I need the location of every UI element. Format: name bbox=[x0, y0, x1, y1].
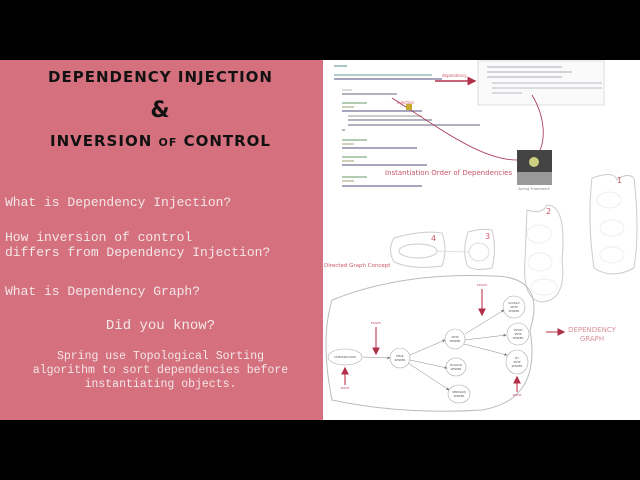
node-google-3: SENDER bbox=[509, 309, 520, 313]
code-screenshot bbox=[477, 60, 605, 106]
node-label-1: NODE bbox=[341, 386, 350, 390]
title-line-1: DEPENDENCY INJECTION bbox=[48, 68, 273, 86]
dependency-graph-label-2: GRAPH bbox=[580, 335, 604, 343]
letterbox-top bbox=[0, 0, 640, 60]
node-mailgun-1: MAILGUN bbox=[450, 363, 462, 367]
cluster-number-2: 2 bbox=[546, 207, 551, 216]
title-line-2: INVERSION OF CONTROL bbox=[0, 132, 321, 150]
node-smtp-2: SENDER bbox=[450, 339, 461, 343]
node-label-2: NODE bbox=[513, 393, 522, 397]
node-my-3: SENDER bbox=[512, 364, 523, 368]
diagram-canvas: dependency injection Spring Framework In… bbox=[324, 60, 638, 412]
graph-node-labels: COMMUNICATOR EMAIL SENDER SMTP SENDER MA… bbox=[334, 301, 523, 398]
node-communicator: COMMUNICATOR bbox=[334, 355, 356, 359]
node-yahoo-1: YAHOO bbox=[513, 328, 522, 332]
title-word-of: OF bbox=[158, 136, 178, 149]
graph-edges bbox=[362, 309, 508, 391]
cluster-1: 1 bbox=[589, 174, 638, 275]
bean-icon bbox=[406, 104, 412, 110]
node-email-2: SENDER bbox=[395, 358, 406, 362]
node-yahoo-3: SENDER bbox=[513, 336, 524, 340]
node-sendgrid-2: SENDER bbox=[454, 394, 465, 398]
spring-caption: Spring Framework bbox=[518, 187, 551, 191]
cluster-number-1: 1 bbox=[617, 176, 622, 185]
node-sendgrid-1: SENDGRID bbox=[452, 390, 466, 394]
question-2: How inversion of control differs from De… bbox=[5, 230, 271, 260]
edges-label-1: EDGES bbox=[371, 321, 381, 325]
cluster-number-3: 3 bbox=[485, 232, 490, 241]
code-snippet bbox=[334, 65, 480, 187]
cluster-number-4: 4 bbox=[431, 234, 436, 243]
slide-preview: dependency injection Spring Framework In… bbox=[321, 60, 640, 420]
instantiation-order-label: Instantiation Order of Dependencies bbox=[385, 169, 512, 177]
cluster-3: 3 bbox=[464, 228, 495, 270]
question-3: What is Dependency Graph? bbox=[5, 284, 201, 299]
node-yahoo-2: SMTP bbox=[514, 332, 521, 336]
injection-label: injection bbox=[397, 100, 415, 105]
directed-graph-label: Directed Graph Concept bbox=[324, 263, 391, 269]
pointer-arrows bbox=[341, 289, 566, 392]
node-my-1: MY bbox=[515, 356, 519, 360]
node-email-1: EMAIL bbox=[396, 354, 404, 358]
title-word-control: CONTROL bbox=[177, 132, 271, 150]
node-smtp-1: SMTP bbox=[451, 335, 458, 339]
did-you-know-heading: Did you know? bbox=[105, 318, 216, 334]
did-you-know-text: Spring use Topological Sorting algorithm… bbox=[32, 350, 289, 391]
node-google-1: GOOGLE bbox=[508, 301, 520, 305]
title-word-inversion: INVERSION bbox=[50, 132, 159, 150]
cluster-2: 2 bbox=[524, 204, 564, 303]
dependency-graph-label-1: DEPENDENCY bbox=[568, 326, 617, 334]
edges-label-2: EDGES bbox=[477, 283, 487, 287]
spring-framework-image bbox=[517, 150, 552, 185]
graph-nodes bbox=[327, 295, 530, 404]
title-panel: DEPENDENCY INJECTION & INVERSION OF CONT… bbox=[0, 60, 321, 420]
letterbox-bottom bbox=[0, 420, 640, 480]
node-my-2: SMTP bbox=[513, 360, 520, 364]
node-mailgun-2: SENDER bbox=[451, 367, 462, 371]
node-google-2: SMTP bbox=[510, 305, 517, 309]
dependency-arrow-label: dependency bbox=[442, 73, 467, 78]
question-1: What is Dependency Injection? bbox=[5, 195, 232, 210]
title-ampersand: & bbox=[150, 98, 171, 123]
graph-outline bbox=[325, 275, 535, 412]
cluster-4: 4 bbox=[390, 231, 470, 268]
